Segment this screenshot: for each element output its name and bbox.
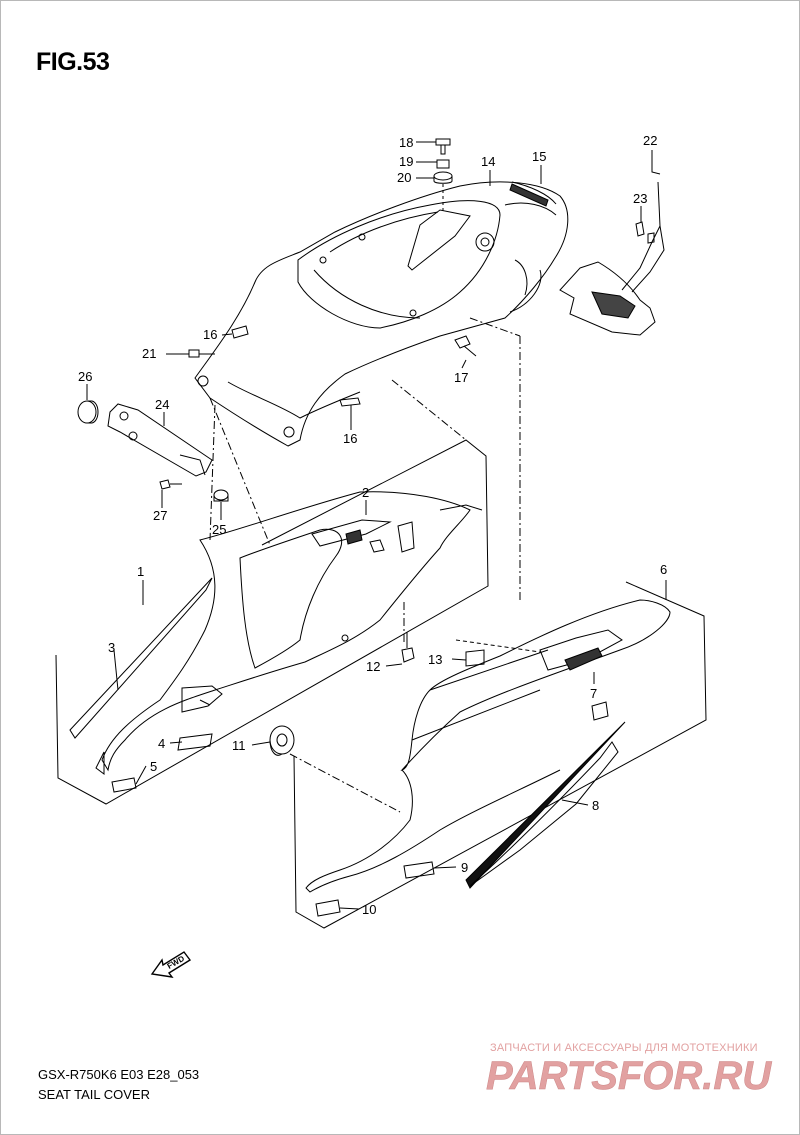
part-24-27-damper-set [77, 400, 229, 502]
callout-19: 19 [399, 154, 413, 169]
callout-6: 6 [660, 562, 667, 577]
figure-title: FIG.53 [36, 48, 110, 76]
callout-18: 18 [399, 135, 413, 150]
callout-20: 20 [397, 170, 411, 185]
callout-1: 1 [137, 564, 144, 579]
part-16-label [231, 325, 361, 407]
assembly-guide-lines [209, 317, 521, 813]
part-17-21-screws [188, 335, 477, 358]
callout-21: 21 [142, 346, 156, 361]
callout-25: 25 [212, 522, 226, 537]
callout-7: 7 [590, 686, 597, 701]
callout-8: 8 [592, 798, 599, 813]
callout-2: 2 [362, 485, 369, 500]
callout-26: 26 [78, 369, 92, 384]
part-1-left-side-cover [55, 439, 489, 805]
watermark-logo: PARTSFOR.RU [486, 1054, 773, 1099]
watermark-tagline: ЗАПЧАСТИ И АКСЕССУАРЫ ДЛЯ МОТОТЕХНИКИ [490, 1042, 758, 1054]
callout-22: 22 [643, 133, 657, 148]
callout-9: 9 [461, 860, 468, 875]
part-14-tail-cowl [194, 181, 569, 447]
part-8-9-10-decals [315, 721, 626, 917]
callout-16b: 16 [343, 431, 357, 446]
part-15-emblem [509, 183, 549, 207]
callout-12: 12 [366, 659, 380, 674]
callout-16a: 16 [203, 327, 217, 342]
part-6-right-side-cover [293, 581, 707, 929]
callout-11: 11 [232, 738, 246, 753]
part-18-19-20-fasteners [433, 138, 453, 212]
callout-13: 13 [428, 652, 442, 667]
callout-27: 27 [153, 508, 167, 523]
callout-15: 15 [532, 149, 546, 164]
callout-4: 4 [158, 736, 165, 751]
watermark-logo-text: PARTSFOR.RU [486, 1054, 772, 1098]
part-22-23-bracket [559, 181, 665, 336]
part-3-4-5-trim-pads [69, 577, 213, 793]
callout-14: 14 [481, 154, 495, 169]
section-name: SEAT TAIL COVER [38, 1087, 150, 1102]
part-11-12-13-hardware [269, 632, 485, 756]
fwd-arrow-icon: FWD [150, 951, 192, 978]
callout-leaders [86, 141, 667, 910]
callout-10: 10 [362, 902, 376, 917]
callout-5: 5 [150, 759, 157, 774]
callout-23: 23 [633, 191, 647, 206]
model-code: GSX-R750K6 E03 E28_053 [38, 1067, 200, 1082]
callout-24: 24 [155, 397, 169, 412]
callout-17: 17 [454, 370, 468, 385]
callout-3: 3 [108, 640, 115, 655]
